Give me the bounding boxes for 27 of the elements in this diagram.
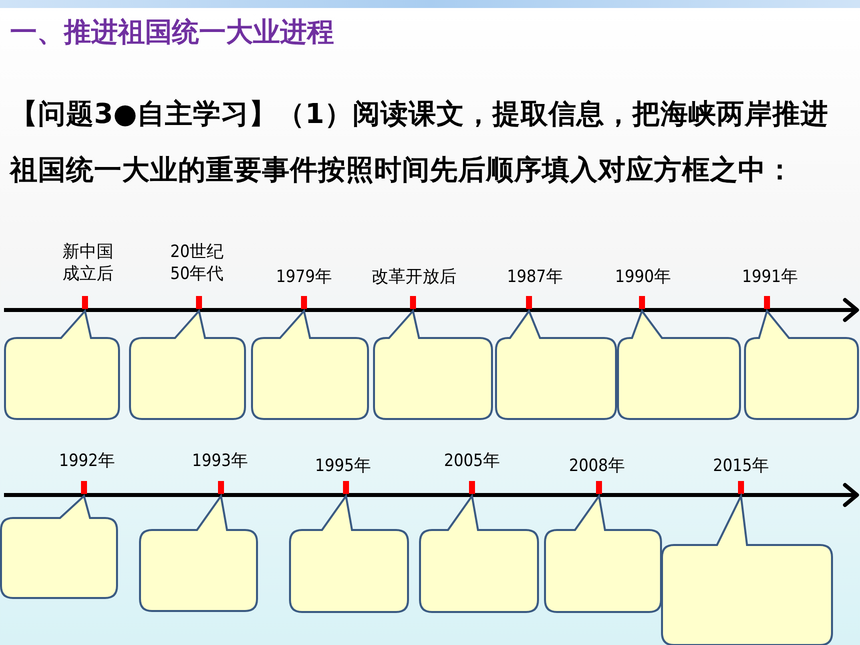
timeline-label: 2008年 [568,455,626,477]
speech-bubble [1,496,117,598]
speech-bubble [252,311,368,419]
timeline-label: 1995年 [314,455,372,477]
speech-bubble [618,311,740,419]
timeline-label: 1979年 [275,266,333,288]
speech-bubble [496,311,616,419]
speech-bubble [140,496,257,611]
timeline-label: 1991年 [741,266,799,288]
timeline-label: 1987年 [506,266,564,288]
heading: 一、推进祖国统一大业进程 [10,16,334,50]
question-text: 【问题3●自主学习】（1）阅读课文，提取信息，把海峡两岸推进祖国统一大业的重要事件按照时间先后顺序填入对应方框之中： [10,97,830,188]
timeline-label: 改革开放后 [370,266,458,288]
timeline-label: 1990年 [614,266,672,288]
speech-bubble [745,311,858,419]
timeline-label: 1992年 [58,450,116,472]
speech-bubble [290,496,408,612]
speech-bubble [374,311,492,419]
speech-bubble [420,496,538,612]
timeline-label: 1993年 [191,450,249,472]
timeline-label: 20世纪50年代 [169,241,225,285]
speech-bubble [5,311,119,419]
speech-bubble [545,496,661,612]
speech-bubble [130,311,245,419]
timeline-label: 新中国成立后 [62,241,114,285]
timeline-label: 2015年 [712,455,770,477]
timeline-label: 2005年 [443,450,501,472]
